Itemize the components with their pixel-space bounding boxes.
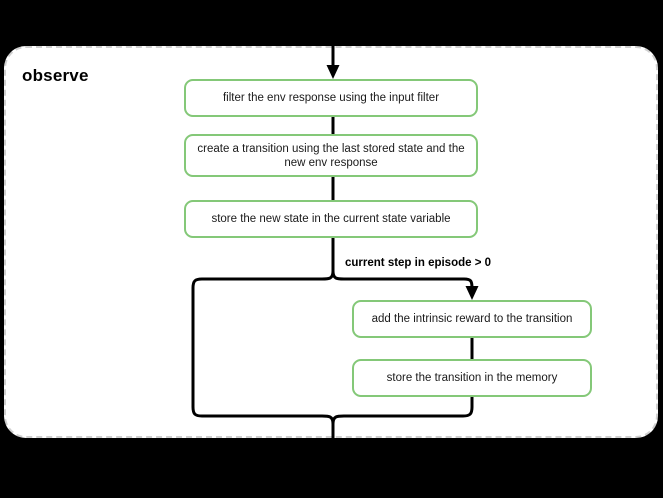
observe-title: observe (22, 66, 89, 85)
branch-condition-label: current step in episode > 0 (345, 257, 492, 269)
node-filter-env-response[interactable]: filter the env response using the input … (184, 79, 478, 117)
node-add-intrinsic-reward[interactable]: add the intrinsic reward to the transiti… (352, 300, 592, 338)
node-create-transition[interactable]: create a transition using the last store… (184, 134, 478, 177)
node-store-new-state[interactable]: store the new state in the current state… (184, 200, 478, 238)
node-store-transition-memory[interactable]: store the transition in the memory (352, 359, 592, 397)
